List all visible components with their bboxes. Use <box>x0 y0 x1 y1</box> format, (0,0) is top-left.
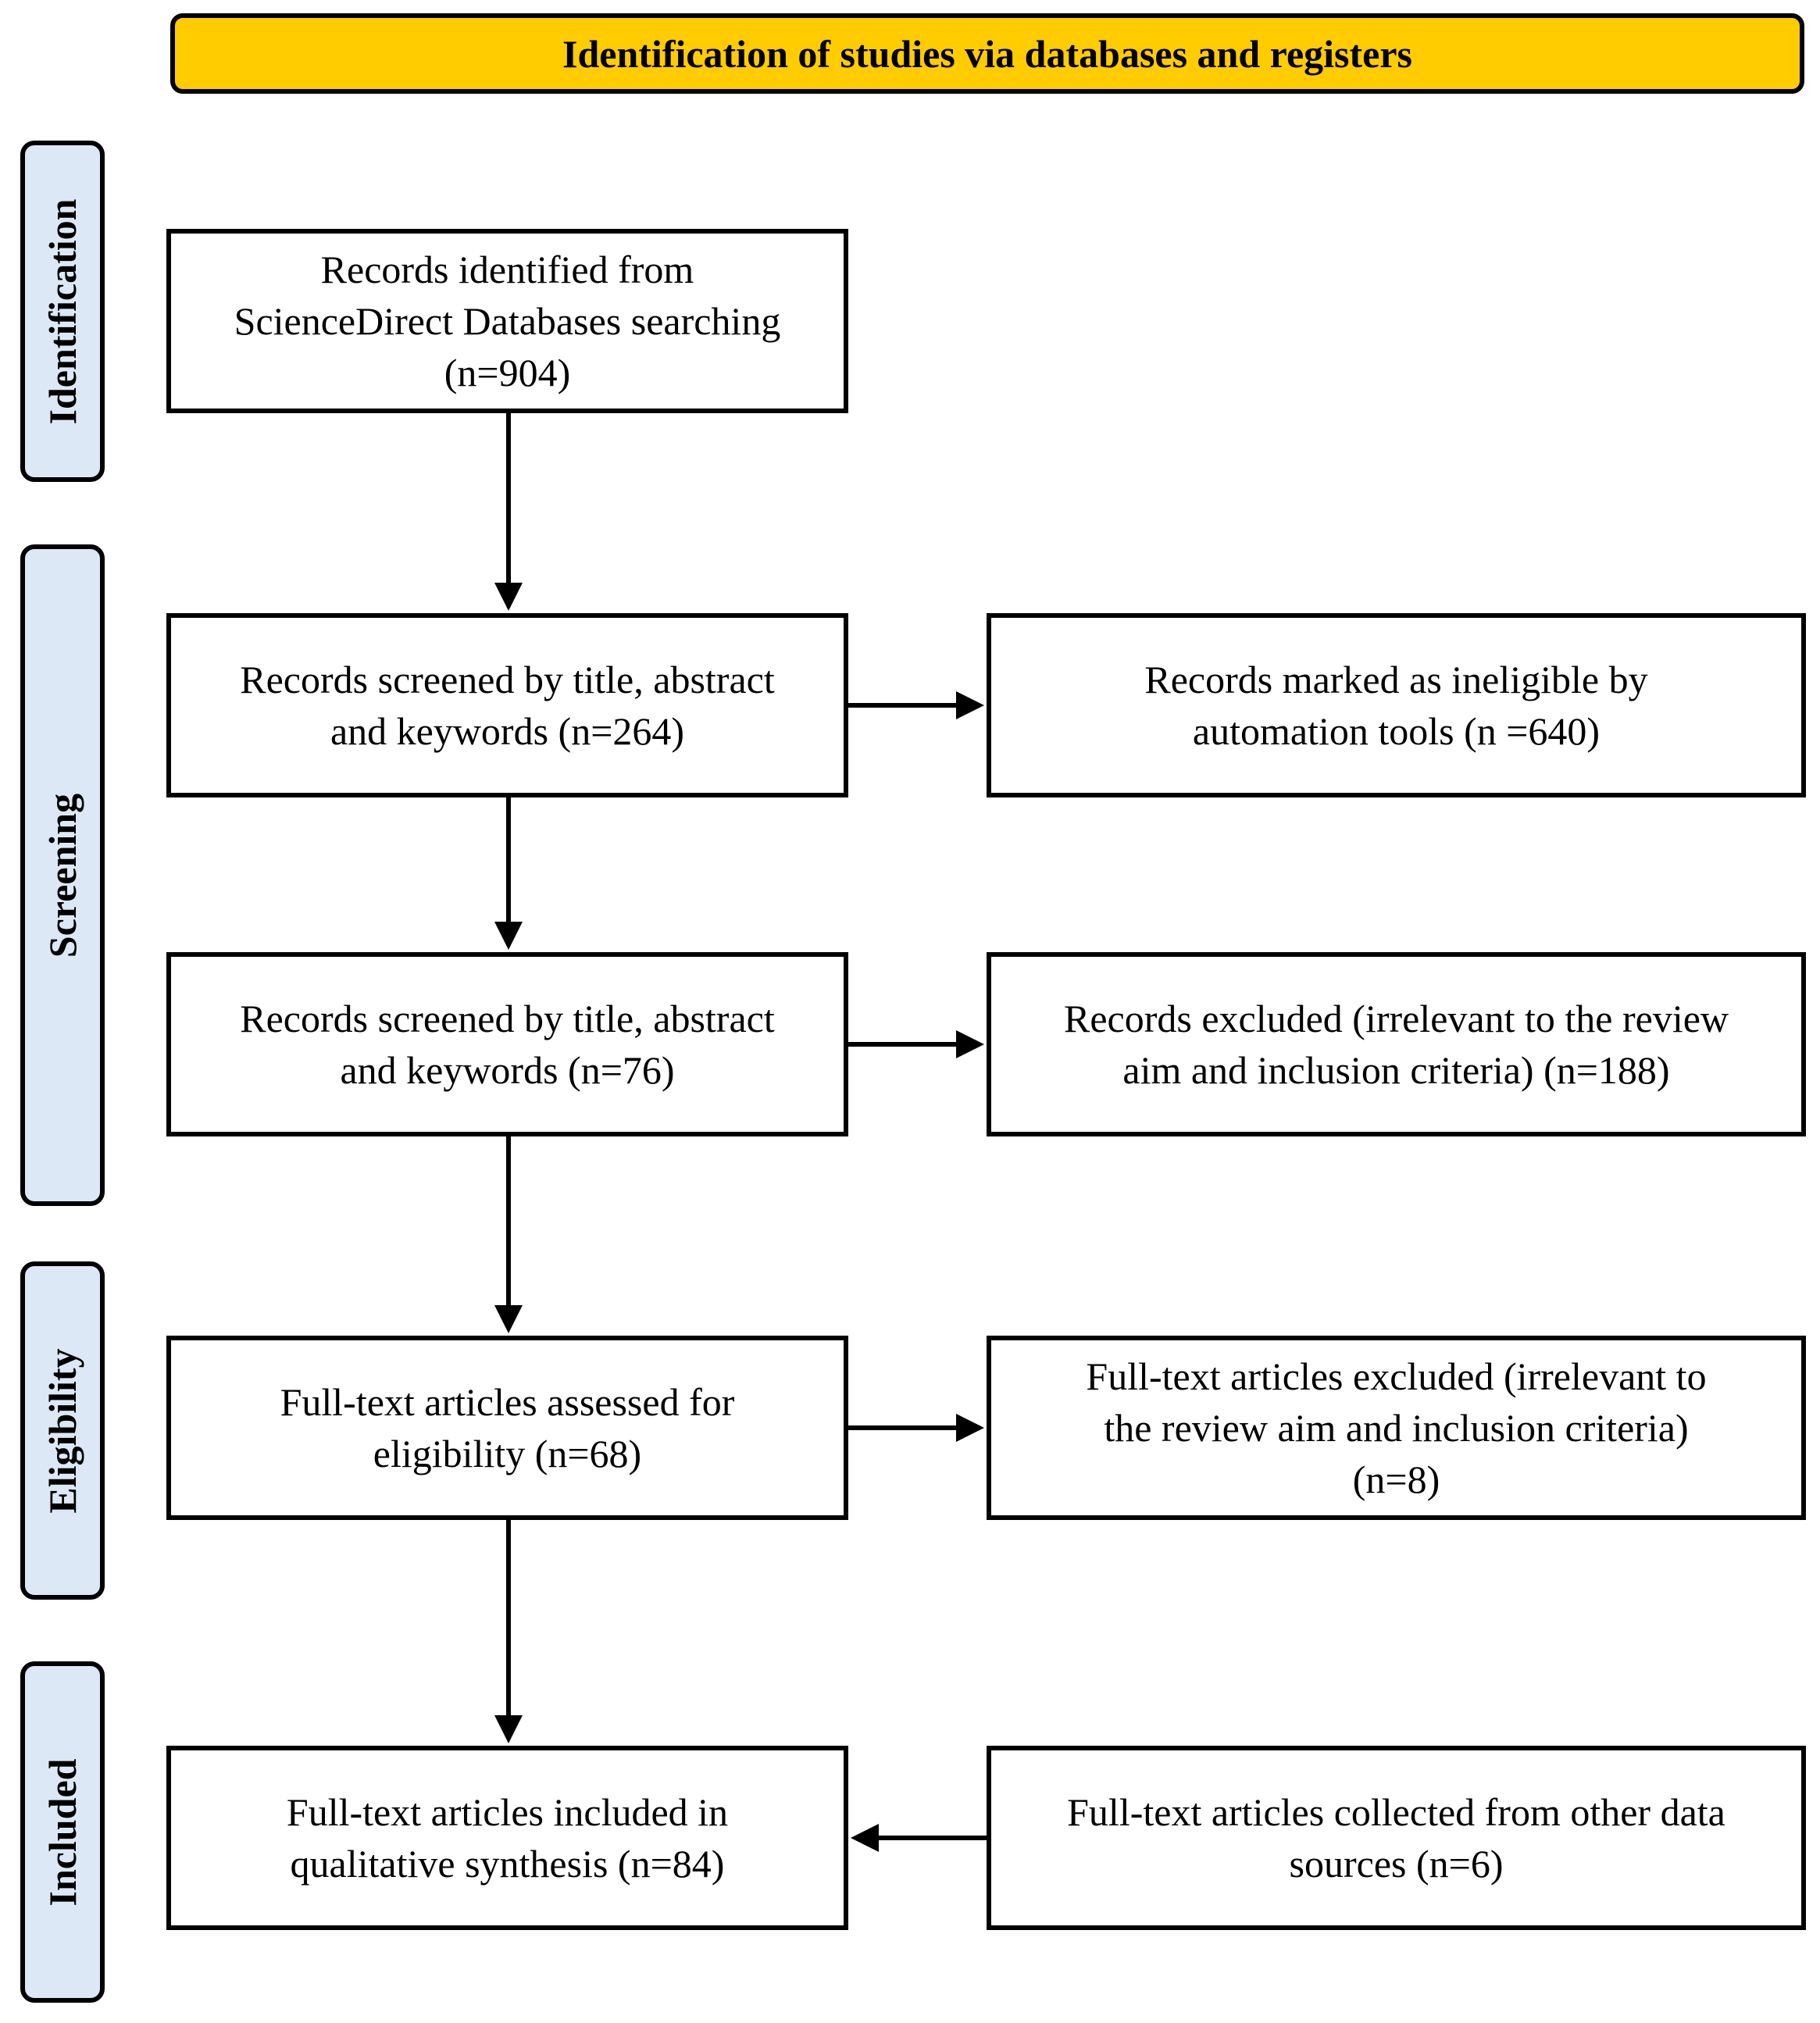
box-records-identified: Records identified from ScienceDirect Da… <box>166 229 848 413</box>
stage-included: Included <box>20 1661 105 2003</box>
box-other-sources-text: Full-text articles collected from other … <box>1067 1790 1725 1886</box>
box-records-screened-2-text: Records screened by title, abstract and … <box>240 997 775 1092</box>
box-records-identified-text: Records identified from ScienceDirect Da… <box>234 248 781 394</box>
stage-eligibility: Eligibility <box>20 1261 105 1600</box>
header-banner: Identification of studies via databases … <box>170 13 1804 94</box>
header-title: Identification of studies via databases … <box>562 31 1412 76</box>
stage-identification: Identification <box>20 141 105 482</box>
box-records-excluded-text: Records excluded (irrelevant to the revi… <box>1063 997 1729 1092</box>
box-fulltext-assessed-text: Full-text articles assessed for eligibil… <box>280 1380 735 1475</box>
box-records-ineligible-automation: Records marked as ineligible by automati… <box>987 613 1806 797</box>
box-fulltext-included-text: Full-text articles included in qualitati… <box>286 1790 729 1886</box>
box-fulltext-excluded: Full-text articles excluded (irrelevant … <box>987 1336 1806 1520</box>
box-other-sources: Full-text articles collected from other … <box>987 1746 1806 1930</box>
box-fulltext-excluded-text: Full-text articles excluded (irrelevant … <box>1086 1354 1707 1501</box>
box-fulltext-assessed: Full-text articles assessed for eligibil… <box>166 1336 848 1520</box>
stage-screening: Screening <box>20 544 105 1206</box>
box-records-screened-2: Records screened by title, abstract and … <box>166 952 848 1136</box>
box-records-screened-1: Records screened by title, abstract and … <box>166 613 848 797</box>
box-records-screened-1-text: Records screened by title, abstract and … <box>240 658 775 753</box>
box-fulltext-included: Full-text articles included in qualitati… <box>166 1746 848 1930</box>
box-records-ineligible-automation-text: Records marked as ineligible by automati… <box>1144 658 1648 753</box>
box-records-excluded: Records excluded (irrelevant to the revi… <box>987 952 1806 1136</box>
